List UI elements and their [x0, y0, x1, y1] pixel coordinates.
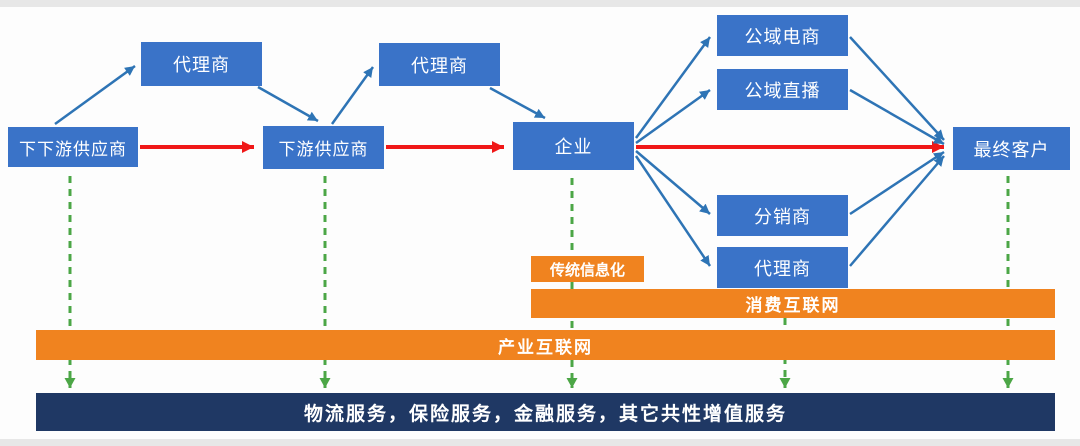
arrow-distributor-to-customer: [849, 150, 945, 216]
arrow-agent2-to-enterprise: [489, 86, 546, 120]
top-border-strip: [0, 0, 1080, 7]
arrow-downstream-to-agent2: [330, 66, 375, 125]
arrow-agent3-to-customer: [849, 155, 945, 267]
arrow-subsub-to-agent1: [54, 64, 136, 126]
node-agent-top-mid: 代理商: [379, 43, 500, 86]
node-enterprise: 企业: [513, 122, 634, 170]
bar-value-added-services: 物流服务，保险服务，金融服务，其它共性增值服务: [36, 393, 1055, 431]
node-downstream-supplier: 下游供应商: [263, 126, 384, 169]
node-final-customer: 最终客户: [953, 127, 1070, 170]
arrow-ecommerce-to-customer: [849, 36, 945, 141]
blue-fanin-arrows: [849, 36, 945, 267]
node-sub-sub-supplier: 下下游供应商: [8, 127, 138, 167]
arrow-enterprise-to-ecommerce: [634, 36, 712, 139]
blue-fanout-arrows: [634, 36, 712, 267]
blue-agent-arrows: [54, 64, 546, 126]
node-public-livestream: 公域直播: [717, 69, 848, 110]
bar-consumer-internet: 消费互联网: [531, 289, 1055, 318]
node-distributor: 分销商: [717, 195, 848, 236]
node-agent-right: 代理商: [717, 247, 848, 288]
node-agent-top-left: 代理商: [141, 42, 262, 86]
bar-traditional-informatization: 传统信息化: [531, 256, 644, 282]
node-public-ecommerce: 公域电商: [717, 15, 848, 56]
arrow-enterprise-to-distributor: [635, 150, 711, 215]
arrow-enterprise-to-livestream: [635, 88, 711, 145]
bar-industrial-internet: 产业互联网: [36, 330, 1055, 360]
arrow-enterprise-to-agent3: [634, 155, 712, 267]
arrow-livestream-to-customer: [849, 88, 945, 146]
arrow-agent1-to-downstream: [257, 85, 319, 123]
bottom-border-strip: [0, 439, 1080, 446]
